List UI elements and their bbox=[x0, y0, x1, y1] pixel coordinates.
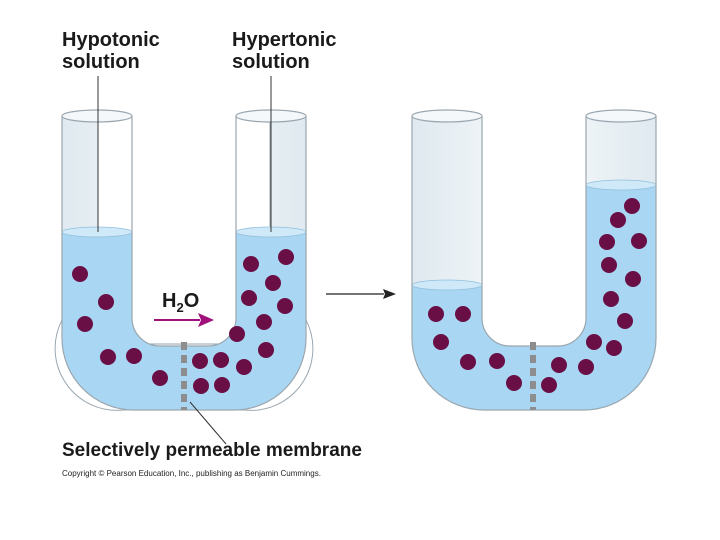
hypotonic-label-line2: solution bbox=[62, 51, 140, 73]
solute bbox=[455, 306, 471, 322]
solute bbox=[241, 290, 257, 306]
solute bbox=[193, 378, 209, 394]
tube-inner-wall-after bbox=[481, 116, 587, 347]
solution-after bbox=[412, 185, 656, 410]
solutes-left-after bbox=[428, 306, 522, 391]
hypotonic-label-line1: Hypotonic bbox=[62, 29, 160, 51]
solute bbox=[278, 249, 294, 265]
solute bbox=[631, 233, 647, 249]
solute bbox=[256, 314, 272, 330]
solute bbox=[506, 375, 522, 391]
u-tube-after bbox=[411, 109, 657, 411]
solute bbox=[617, 313, 633, 329]
solute bbox=[236, 359, 252, 375]
solute bbox=[100, 349, 116, 365]
solute bbox=[551, 357, 567, 373]
solute bbox=[265, 275, 281, 291]
solute bbox=[606, 340, 622, 356]
solute bbox=[541, 377, 557, 393]
solute bbox=[603, 291, 619, 307]
surface-left-before bbox=[61, 226, 133, 238]
solute bbox=[77, 316, 93, 332]
solute bbox=[98, 294, 114, 310]
solutes-left-before bbox=[72, 266, 168, 386]
solute bbox=[192, 353, 208, 369]
solute bbox=[460, 354, 476, 370]
solutes-right-before bbox=[192, 249, 294, 394]
solute bbox=[258, 342, 274, 358]
solute bbox=[72, 266, 88, 282]
water-arrow-head bbox=[198, 313, 214, 327]
solute bbox=[625, 271, 641, 287]
solute bbox=[578, 359, 594, 375]
solute bbox=[601, 257, 617, 273]
water-flow: H2O bbox=[154, 290, 214, 327]
transition-arrow bbox=[326, 289, 396, 299]
u-tube-before bbox=[54, 76, 314, 445]
solutes-right-after bbox=[541, 198, 647, 393]
solute bbox=[599, 234, 615, 250]
hypotonic-label: Hypotonic solution bbox=[62, 29, 160, 73]
hypertonic-label-line1: Hypertonic bbox=[232, 29, 337, 51]
solute bbox=[243, 256, 259, 272]
solute bbox=[489, 353, 505, 369]
membrane-pointer bbox=[189, 401, 227, 445]
solute bbox=[213, 352, 229, 368]
rim-left-after bbox=[411, 109, 483, 123]
copyright-text: Copyright © Pearson Education, Inc., pub… bbox=[62, 469, 321, 478]
solute bbox=[433, 334, 449, 350]
rim-right-after bbox=[585, 109, 657, 123]
solute bbox=[229, 326, 245, 342]
water-label: H2O bbox=[162, 290, 199, 315]
solute bbox=[610, 212, 626, 228]
solute bbox=[277, 298, 293, 314]
solute bbox=[586, 334, 602, 350]
rim-left-before bbox=[61, 109, 133, 123]
solute bbox=[624, 198, 640, 214]
membrane-label: Selectively permeable membrane bbox=[62, 440, 362, 461]
surface-right-after bbox=[585, 179, 657, 191]
solute bbox=[428, 306, 444, 322]
hypertonic-label: Hypertonic solution bbox=[232, 29, 336, 73]
solute bbox=[152, 370, 168, 386]
surface-left-after bbox=[411, 279, 483, 291]
hypertonic-label-line2: solution bbox=[232, 51, 310, 73]
solute bbox=[214, 377, 230, 393]
solute bbox=[126, 348, 142, 364]
